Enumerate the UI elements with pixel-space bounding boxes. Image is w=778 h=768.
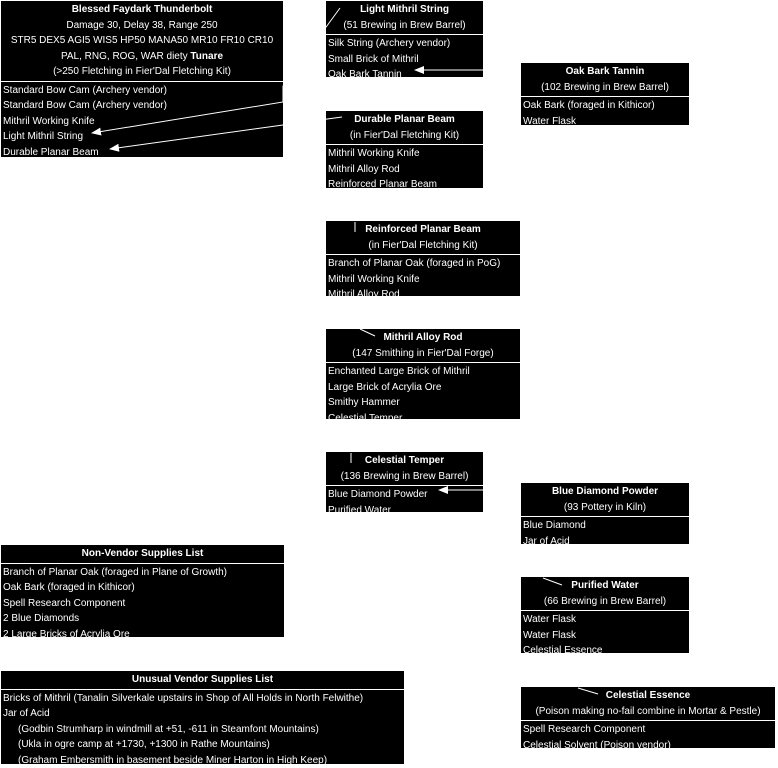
list-item: Enchanted Large Brick of Mithril <box>326 364 520 380</box>
list-item: Purified Water <box>326 503 483 519</box>
list-item: (Godbin Strumharp in windmill at +51, -6… <box>1 722 404 738</box>
celestial-essence-box: Celestial Essence (Poison making no-fail… <box>521 687 775 748</box>
light-string-box: Light Mithril String (51 Brewing in Brew… <box>326 1 483 77</box>
thunderbolt-box: Blessed Faydark Thunderbolt Damage 30, D… <box>1 1 283 157</box>
divider <box>326 144 483 145</box>
divider <box>521 96 689 97</box>
thunderbolt-skill: (>250 Fletching in Fier'Dal Fletching Ki… <box>3 64 281 80</box>
list-item: 2 Blue Diamonds <box>1 611 284 627</box>
list-item: Celestial Temper <box>326 411 520 427</box>
blue-powder-box: Blue Diamond Powder (93 Pottery in Kiln)… <box>521 483 689 544</box>
oak-tannin-title: Oak Bark Tannin <box>523 64 687 80</box>
thunderbolt-deity: Tunare <box>190 51 223 62</box>
reinforced-beam-skill: (in Fier'Dal Fletching Kit) <box>328 238 518 254</box>
list-item: Water Flask <box>521 114 689 130</box>
light-string-skill: (51 Brewing in Brew Barrel) <box>328 18 481 34</box>
thunderbolt-title: Blessed Faydark Thunderbolt <box>3 2 281 18</box>
thunderbolt-stats-2: STR5 DEX5 AGI5 WIS5 HP50 MANA50 MR10 FR1… <box>3 33 281 49</box>
list-item: Standard Bow Cam (Archery vendor) <box>1 83 283 99</box>
divider <box>326 362 520 363</box>
purified-water-title: Purified Water <box>523 578 687 594</box>
list-item: Reinforced Planar Beam <box>326 177 483 193</box>
list-item: Small Brick of Mithril <box>326 52 483 68</box>
durable-beam-title: Durable Planar Beam <box>328 112 481 128</box>
list-item: Durable Planar Beam <box>1 145 283 161</box>
list-item: Spell Research Component <box>521 722 775 738</box>
list-item: Mithril Working Knife <box>326 146 483 162</box>
list-item: Mithril Working Knife <box>326 272 520 288</box>
oak-tannin-skill: (102 Brewing in Brew Barrel) <box>523 80 687 96</box>
list-item: Mithril Working Knife <box>1 114 283 130</box>
divider <box>326 485 483 486</box>
celestial-essence-skill: (Poison making no-fail combine in Mortar… <box>523 704 773 720</box>
reinforced-beam-box: Reinforced Planar Beam (in Fier'Dal Flet… <box>326 221 520 296</box>
list-item: Water Flask <box>521 612 689 628</box>
purified-water-skill: (66 Brewing in Brew Barrel) <box>523 594 687 610</box>
list-item: Blue Diamond <box>521 518 689 534</box>
list-item: Jar of Acid <box>1 706 404 722</box>
durable-beam-box: Durable Planar Beam (in Fier'Dal Fletchi… <box>326 111 483 188</box>
list-item: Mithril Alloy Rod <box>326 162 483 178</box>
non-vendor-box: Non-Vendor Supplies List Branch of Plana… <box>1 545 284 637</box>
divider <box>521 516 689 517</box>
alloy-rod-skill: (147 Smithing in Fier'Dal Forge) <box>328 346 518 362</box>
thunderbolt-classes: PAL, RNG, ROG, WAR diety Tunare <box>3 49 281 65</box>
celestial-temper-box: Celestial Temper (136 Brewing in Brew Ba… <box>326 452 483 512</box>
list-item: Water Flask <box>521 628 689 644</box>
blue-powder-title: Blue Diamond Powder <box>523 484 687 500</box>
list-item: Branch of Planar Oak (foraged in Plane o… <box>1 565 284 581</box>
unusual-vendor-box: Unusual Vendor Supplies List Bricks of M… <box>1 671 404 764</box>
list-item: Bricks of Mithril (Tanalin Silverkale up… <box>1 691 404 707</box>
list-item: Oak Bark Tannin <box>326 67 483 83</box>
list-item: Smithy Hammer <box>326 395 520 411</box>
list-item: (Ukla in ogre camp at +1730, +1300 in Ra… <box>1 737 404 753</box>
thunderbolt-classes-text: PAL, RNG, ROG, WAR diety <box>61 51 190 62</box>
divider <box>1 81 283 82</box>
list-item: Branch of Planar Oak (foraged in PoG) <box>326 256 520 272</box>
thunderbolt-stats-1: Damage 30, Delay 38, Range 250 <box>3 18 281 34</box>
list-item: Jar of Acid <box>521 534 689 550</box>
alloy-rod-box: Mithril Alloy Rod (147 Smithing in Fier'… <box>326 329 520 419</box>
unusual-vendor-title: Unusual Vendor Supplies List <box>3 672 402 688</box>
divider <box>326 254 520 255</box>
list-item: 2 Large Bricks of Acrylia Ore <box>1 627 284 643</box>
list-item: Spell Research Component <box>1 596 284 612</box>
celestial-temper-skill: (136 Brewing in Brew Barrel) <box>328 469 481 485</box>
list-item: Light Mithril String <box>1 129 283 145</box>
divider <box>521 610 689 611</box>
reinforced-beam-title: Reinforced Planar Beam <box>328 222 518 238</box>
divider <box>1 563 284 564</box>
divider <box>1 689 404 690</box>
alloy-rod-title: Mithril Alloy Rod <box>328 330 518 346</box>
list-item: Celestial Solvent (Poison vendor) <box>521 738 775 754</box>
list-item: Silk String (Archery vendor) <box>326 36 483 52</box>
purified-water-box: Purified Water (66 Brewing in Brew Barre… <box>521 577 689 653</box>
non-vendor-title: Non-Vendor Supplies List <box>3 546 282 562</box>
oak-tannin-box: Oak Bark Tannin (102 Brewing in Brew Bar… <box>521 63 689 125</box>
list-item: Mithril Alloy Rod <box>326 287 520 303</box>
list-item: Blue Diamond Powder <box>326 487 483 503</box>
list-item: Standard Bow Cam (Archery vendor) <box>1 98 283 114</box>
celestial-essence-title: Celestial Essence <box>523 688 773 704</box>
light-string-title: Light Mithril String <box>328 2 481 18</box>
durable-beam-skill: (in Fier'Dal Fletching Kit) <box>328 128 481 144</box>
list-item: Celestial Essence <box>521 643 689 659</box>
celestial-temper-title: Celestial Temper <box>328 453 481 469</box>
blue-powder-skill: (93 Pottery in Kiln) <box>523 500 687 516</box>
list-item: Large Brick of Acrylia Ore <box>326 380 520 396</box>
divider <box>326 34 483 35</box>
list-item: Oak Bark (foraged in Kithicor) <box>1 580 284 596</box>
divider <box>521 720 775 721</box>
list-item: (Graham Embersmith in basement beside Mi… <box>1 753 404 768</box>
list-item: Oak Bark (foraged in Kithicor) <box>521 98 689 114</box>
